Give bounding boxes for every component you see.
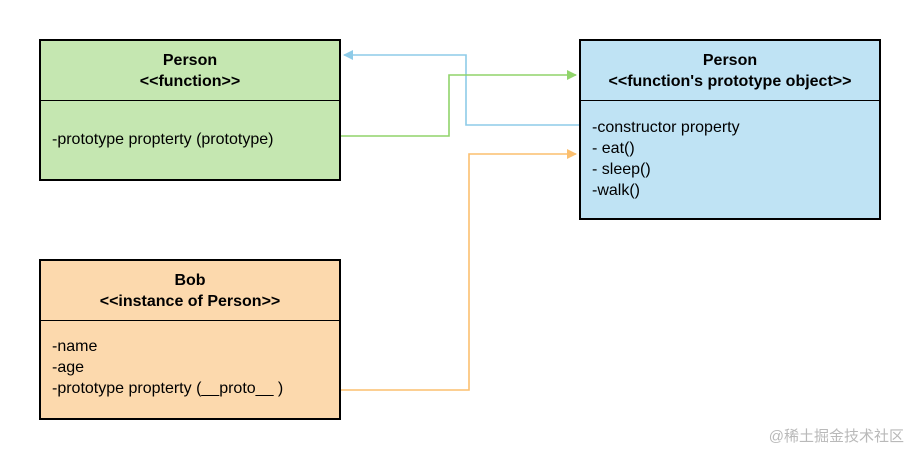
prototype-arrow <box>322 70 577 137</box>
person-prototype-box: Person <<function's prototype object>> -… <box>579 39 881 220</box>
bob-attributes: -name -age -prototype propterty (__proto… <box>41 321 339 399</box>
bob-stereotype: <<instance of Person>> <box>99 292 281 310</box>
person-function-stereotype: <<function>> <box>139 72 241 90</box>
person-function-box: Person <<function>> -prototype propterty… <box>39 39 341 181</box>
person-function-header: Person <<function>> <box>41 41 339 101</box>
proto-arrow <box>322 149 577 391</box>
person-function-attributes: -prototype propterty (prototype) <box>41 101 339 150</box>
method-sleep: - sleep() <box>592 161 651 178</box>
bob-header: Bob <<instance of Person>> <box>41 261 339 321</box>
attribute-proto: -prototype propterty (__proto__ ) <box>52 380 284 397</box>
attribute-age: -age <box>52 359 85 376</box>
method-walk: -walk() <box>592 182 640 199</box>
attribute-name: -name <box>52 338 98 355</box>
bob-title: Bob <box>174 271 206 289</box>
person-prototype-header: Person <<function's prototype object>> <box>581 41 879 101</box>
person-prototype-stereotype: <<function's prototype object>> <box>608 72 852 90</box>
watermark-text: @稀土掘金技术社区 <box>768 428 904 445</box>
person-prototype-attributes: -constructor property - eat() - sleep() … <box>581 101 879 201</box>
attribute-constructor: -constructor property <box>592 119 740 136</box>
method-eat: - eat() <box>592 140 635 157</box>
person-function-title: Person <box>162 51 218 69</box>
constructor-arrow <box>343 50 590 126</box>
attribute-prototype: -prototype propterty (prototype) <box>52 131 274 148</box>
bob-instance-box: Bob <<instance of Person>> -name -age -p… <box>39 259 341 420</box>
person-prototype-title: Person <box>702 51 758 69</box>
